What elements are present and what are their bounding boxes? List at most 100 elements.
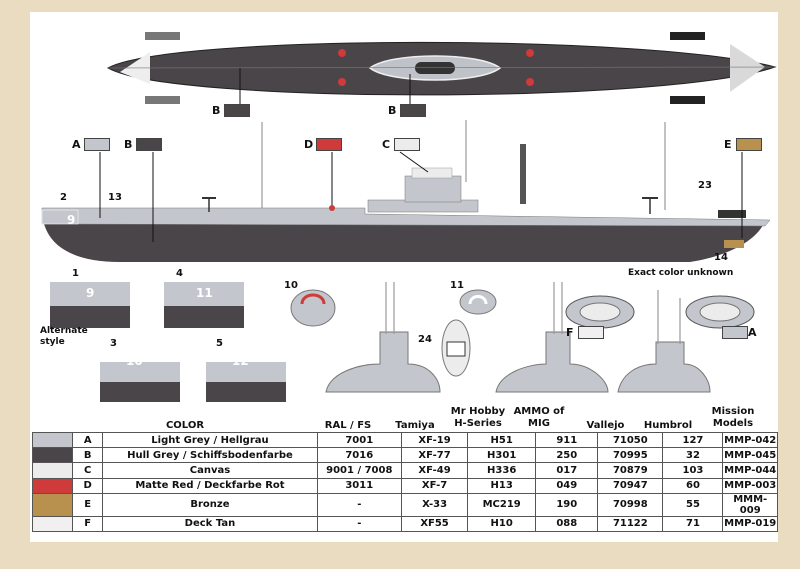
label-11: 11 — [450, 280, 464, 291]
cell-mission: MMM-009 — [722, 492, 778, 517]
cell-tamiya: XF-49 — [401, 462, 469, 479]
callout-top-b1: B — [212, 104, 221, 117]
cell-key: E — [71, 492, 104, 517]
callout-det-a: A — [748, 326, 757, 339]
swatch-det-a — [722, 326, 748, 339]
cell-ammo: 088 — [535, 515, 599, 532]
label-3: 3 — [110, 338, 117, 349]
cell-humbrol: 60 — [662, 477, 724, 494]
swatch-side-b — [136, 138, 162, 151]
callout-det-f: F — [566, 326, 574, 339]
callout-side-c: C — [382, 138, 391, 151]
header-ammo: AMMO of MIG — [513, 406, 565, 429]
callout-top-b2: B — [388, 104, 397, 117]
header-humbrol: Humbrol — [643, 420, 693, 431]
cell-ammo: 250 — [535, 447, 599, 464]
cell-name: Matte Red / Deckfarbe Rot — [102, 477, 318, 494]
swatch-side-d — [316, 138, 342, 151]
color-swatch — [32, 447, 73, 464]
cell-key: F — [71, 515, 104, 532]
label-2: 2 — [60, 192, 67, 203]
cell-vallejo: 71050 — [597, 431, 664, 449]
cell-name: Deck Tan — [102, 515, 318, 532]
cell-key: D — [71, 477, 104, 494]
color-swatch — [32, 477, 73, 494]
header-mrhobby: Mr Hobby H-Series — [450, 406, 506, 429]
swatch-det-f — [578, 326, 604, 339]
swatch-side-e — [736, 138, 762, 151]
cell-vallejo: 70879 — [597, 462, 664, 479]
cell-tamiya: XF-7 — [401, 477, 469, 494]
swatch-side-a — [84, 138, 110, 151]
cell-name: Light Grey / Hellgrau — [102, 431, 318, 449]
cell-name: Canvas — [102, 462, 318, 479]
header-mission: Mission Models — [711, 406, 755, 429]
cell-ammo: 049 — [535, 477, 599, 494]
cell-ral: 9001 / 7008 — [316, 462, 403, 479]
hull-number-4: 11 — [196, 286, 213, 300]
cell-key: A — [71, 431, 104, 449]
swatch-side-c — [394, 138, 420, 151]
cell-vallejo: 70947 — [597, 477, 664, 494]
cell-tamiya: XF-77 — [401, 447, 469, 464]
swatch-top-b2 — [400, 104, 426, 117]
color-swatch — [32, 515, 73, 532]
cell-key: C — [71, 462, 104, 479]
header-tamiya: Tamiya — [395, 420, 435, 431]
header-color: COLOR — [165, 420, 205, 431]
cell-name: Bronze — [102, 492, 318, 517]
cell-vallejo: 71122 — [597, 515, 664, 532]
cell-ammo: 017 — [535, 462, 599, 479]
cell-humbrol: 127 — [662, 431, 724, 449]
cell-name: Hull Grey / Schiffsbodenfarbe — [102, 447, 318, 464]
callout-side-d: D — [304, 138, 314, 151]
cell-mrhobby: H13 — [467, 477, 537, 494]
cell-tamiya: XF55 — [401, 515, 469, 532]
callout-side-a: A — [72, 138, 81, 151]
color-swatch — [32, 492, 73, 517]
color-swatch — [32, 462, 73, 479]
cell-ral: - — [316, 492, 403, 517]
hull-number-3: 10 — [126, 354, 143, 368]
cell-mission: MMP-044 — [722, 462, 778, 479]
cell-humbrol: 55 — [662, 492, 724, 517]
label-10: 10 — [284, 280, 298, 291]
cell-vallejo: 70998 — [597, 492, 664, 517]
cell-ral: 7001 — [316, 431, 403, 449]
cell-ral: - — [316, 515, 403, 532]
cell-mission: MMP-003 — [722, 477, 778, 494]
callout-side-e: E — [724, 138, 732, 151]
color-swatch — [32, 431, 73, 449]
cell-mrhobby: MC219 — [467, 492, 537, 517]
hull-number-5: 12 — [232, 354, 249, 368]
cell-ammo: 190 — [535, 492, 599, 517]
label-4: 4 — [176, 268, 183, 279]
label-23: 23 — [698, 180, 712, 191]
header-ral: RAL / FS — [324, 420, 372, 431]
header-vallejo: Vallejo — [586, 420, 625, 431]
hull-number-main: 9 — [67, 213, 76, 227]
exact-color-unknown-note: Exact color unknown — [628, 268, 734, 278]
label-1: 1 — [72, 268, 79, 279]
cell-mission: MMP-045 — [722, 447, 778, 464]
submarine-drawing — [41, 32, 777, 402]
hull-number-details — [50, 282, 286, 402]
label-5: 5 — [216, 338, 223, 349]
cell-humbrol: 71 — [662, 515, 724, 532]
cell-mrhobby: H301 — [467, 447, 537, 464]
cell-vallejo: 70995 — [597, 447, 664, 464]
alternate-style-note: Alternate style — [40, 326, 88, 347]
cell-mrhobby: H10 — [467, 515, 537, 532]
tower-details — [290, 282, 755, 393]
side-view — [41, 120, 771, 262]
label-13: 13 — [108, 192, 122, 203]
cell-key: B — [71, 447, 104, 464]
cell-tamiya: XF-19 — [401, 431, 469, 449]
callout-side-b: B — [124, 138, 133, 151]
label-14: 14 — [714, 252, 728, 263]
